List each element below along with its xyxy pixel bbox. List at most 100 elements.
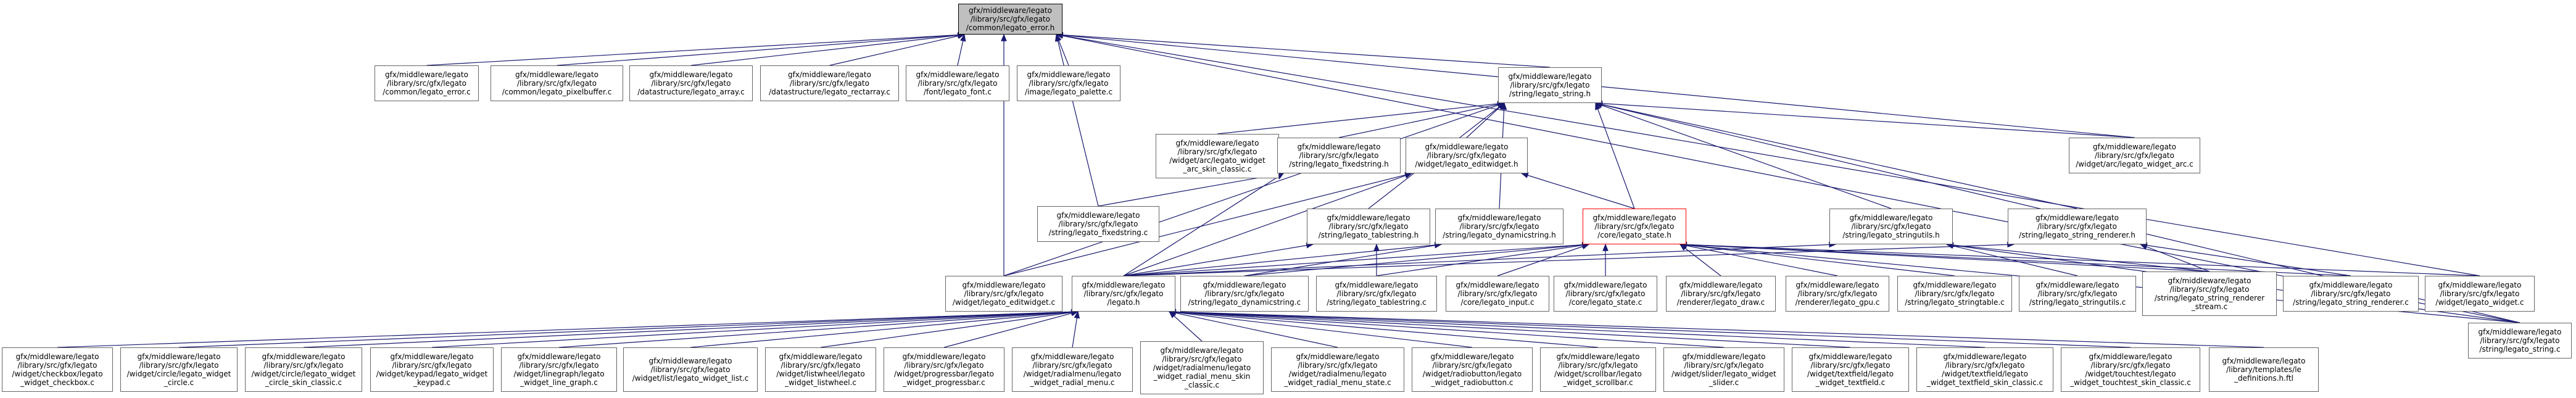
- graph-node-legato-widget-arc-c[interactable]: gfx/middleware/legato /library/src/gfx/l…: [2069, 138, 2200, 173]
- graph-node-legato-array-c[interactable]: gfx/middleware/legato /library/src/gfx/l…: [629, 65, 753, 101]
- node-label: gfx/middleware/legato /library/src/gfx/l…: [126, 352, 231, 387]
- graph-node-legato-string-renderer-h[interactable]: gfx/middleware/legato /library/src/gfx/l…: [2008, 209, 2147, 244]
- node-label: gfx/middleware/legato /library/src/gfx/l…: [769, 70, 890, 96]
- edge-n30-to-n0: [1055, 33, 2480, 276]
- edge-n1-to-n0: [426, 31, 966, 66]
- graph-node-legato-widget-keypad-c[interactable]: gfx/middleware/legato /library/src/gfx/l…: [370, 347, 494, 392]
- graph-node-legato-fixedstring-h[interactable]: gfx/middleware/legato /library/src/gfx/l…: [1277, 138, 1401, 173]
- graph-node-legato-widget-scrollbar-c[interactable]: gfx/middleware/legato /library/src/gfx/l…: [1540, 347, 1656, 392]
- node-label: gfx/middleware/legato /library/src/gfx/l…: [2293, 281, 2409, 307]
- edge-n4-to-n0: [829, 33, 966, 66]
- graph-node-legato-string-c[interactable]: gfx/middleware/legato /library/src/gfx/l…: [2468, 323, 2572, 359]
- node-label: gfx/middleware/legato /library/src/gfx/l…: [1289, 143, 1389, 168]
- edge-n19-to-n13: [1123, 243, 1314, 276]
- edge-n30-to-n15: [1679, 241, 2480, 276]
- node-label: gfx/middleware/legato /library/src/gfx/l…: [383, 70, 471, 96]
- graph-node-legato-widget-radial-menu-skin-classic-c[interactable]: gfx/middleware/legato /library/src/gfx/l…: [1140, 341, 1264, 394]
- edge-n11-to-n7: [1594, 100, 2135, 138]
- node-label: gfx/middleware/legato /library/src/gfx/l…: [637, 70, 745, 96]
- node-label: gfx/middleware/legato /library/src/gfx/l…: [1905, 281, 2005, 307]
- graph-node-legato-widget-c[interactable]: gfx/middleware/legato /library/src/gfx/l…: [2425, 276, 2535, 312]
- graph-node-legato-widget-listwheel-c[interactable]: gfx/middleware/legato /library/src/gfx/l…: [765, 347, 876, 392]
- node-label: gfx/middleware/legato /library/src/gfx/l…: [1415, 143, 1518, 168]
- graph-node-legato-editwidget-h[interactable]: gfx/middleware/legato /library/src/gfx/l…: [1406, 138, 1528, 173]
- edge-n38-to-n19: [820, 309, 1079, 348]
- edge-n2-to-n0: [557, 32, 966, 66]
- edge-n28-to-n15: [1679, 241, 2210, 272]
- graph-node-le-definitions-h-ftl[interactable]: gfx/middleware/legato /library/templates…: [2209, 347, 2319, 392]
- graph-node-legato-fixedstring-c[interactable]: gfx/middleware/legato /library/src/gfx/l…: [1037, 206, 1159, 242]
- node-label: gfx/middleware/legato /library/src/gfx/l…: [1926, 352, 2044, 387]
- graph-node-legato-rectarray-c[interactable]: gfx/middleware/legato /library/src/gfx/l…: [760, 65, 899, 101]
- graph-node-legato-widget-arc-skin-classic-c[interactable]: gfx/middleware/legato /library/src/gfx/l…: [1156, 134, 1279, 178]
- graph-node-legato-widget-circle-c[interactable]: gfx/middleware/legato /library/src/gfx/l…: [120, 347, 238, 392]
- graph-node-legato-widget-line-graph-c[interactable]: gfx/middleware/legato /library/src/gfx/l…: [501, 347, 617, 392]
- node-label: gfx/middleware/legato /library/src/gfx/l…: [1554, 352, 1642, 387]
- graph-node-legato-dynamicstring-h[interactable]: gfx/middleware/legato /library/src/gfx/l…: [1435, 209, 1563, 244]
- node-label: gfx/middleware/legato /library/src/gfx/l…: [2076, 143, 2193, 168]
- node-label: gfx/middleware/legato /library/src/gfx/l…: [1842, 214, 1940, 239]
- edge-n20-to-n15: [1244, 242, 1590, 276]
- graph-node-legato-widget-radiobutton-c[interactable]: gfx/middleware/legato /library/src/gfx/l…: [1412, 347, 1533, 392]
- node-label: gfx/middleware/legato /library/src/gfx/l…: [1153, 346, 1251, 389]
- graph-node-legato-pixelbuffer-c[interactable]: gfx/middleware/legato /library/src/gfx/l…: [491, 65, 623, 101]
- node-label: gfx/middleware/legato /library/src/gfx/l…: [632, 357, 749, 383]
- graph-node-legato-widget-checkbox-c[interactable]: gfx/middleware/legato /library/src/gfx/l…: [2, 347, 113, 392]
- graph-node-legato-widget-touchtest-skin-classic-c[interactable]: gfx/middleware/legato /library/src/gfx/l…: [2061, 347, 2200, 392]
- edge-n34-to-n19: [303, 309, 1079, 348]
- node-label: gfx/middleware/legato /library/src/gfx/l…: [1508, 72, 1592, 98]
- edge-n7-to-n0: [1055, 31, 1551, 68]
- graph-node-legato-widget-slider-c[interactable]: gfx/middleware/legato /library/src/gfx/l…: [1663, 347, 1784, 392]
- graph-node-legato-editwidget-c[interactable]: gfx/middleware/legato /library/src/gfx/l…: [945, 276, 1062, 312]
- graph-node-legato-state-h[interactable]: gfx/middleware/legato /library/src/gfx/l…: [1583, 209, 1686, 244]
- node-label: gfx/middleware/legato /library/src/gfx/l…: [2019, 214, 2135, 239]
- node-label: gfx/middleware/legato /library/src/gfx/l…: [1327, 281, 1427, 307]
- edge-n28-to-n16: [1945, 242, 2210, 272]
- edge-n49-to-n19: [1168, 309, 2264, 348]
- edge-n45-to-n19: [1168, 309, 1725, 348]
- graph-node-legato-error-c[interactable]: gfx/middleware/legato /library/src/gfx/l…: [375, 65, 479, 101]
- graph-node-legato-state-c[interactable]: gfx/middleware/legato /library/src/gfx/l…: [1554, 276, 1657, 312]
- graph-node-legato-widget-circle-skin-classic-c[interactable]: gfx/middleware/legato /library/src/gfx/l…: [245, 347, 362, 392]
- graph-node-legato-font-c[interactable]: gfx/middleware/legato /library/src/gfx/l…: [906, 65, 1009, 101]
- edge-n29-to-n15: [1679, 241, 2351, 276]
- edge-n39-to-n19: [943, 310, 1079, 348]
- graph-node-legato-widget-list-c[interactable]: gfx/middleware/legato /library/src/gfx/l…: [623, 347, 758, 392]
- graph-node-legato-dynamicstring-c[interactable]: gfx/middleware/legato /library/src/gfx/l…: [1180, 276, 1309, 312]
- edge-n19-to-n15: [1123, 241, 1590, 276]
- graph-node-legato-widget-textfield-c[interactable]: gfx/middleware/legato /library/src/gfx/l…: [1792, 347, 1909, 392]
- graph-node-legato-widget-progressbar-c[interactable]: gfx/middleware/legato /library/src/gfx/l…: [884, 347, 1004, 392]
- graph-node-legato-h[interactable]: gfx/middleware/legato /library/src/gfx/l…: [1072, 276, 1175, 312]
- node-label: gfx/middleware/legato /library/src/gfx/l…: [776, 352, 865, 387]
- graph-node-legato-string-renderer-stream-c[interactable]: gfx/middleware/legato /library/src/gfx/l…: [2142, 272, 2277, 316]
- graph-node-legato-stringtable-c[interactable]: gfx/middleware/legato /library/src/gfx/l…: [1897, 276, 2012, 312]
- edge-n15-to-n10: [1520, 172, 1635, 209]
- graph-node-legato-stringutils-h[interactable]: gfx/middleware/legato /library/src/gfx/l…: [1829, 209, 1953, 244]
- edge-n12-to-n9: [1098, 172, 1285, 207]
- graph-node-legato-draw-c[interactable]: gfx/middleware/legato /library/src/gfx/l…: [1666, 276, 1776, 312]
- node-label: gfx/middleware/legato /library/src/gfx/l…: [1284, 352, 1391, 387]
- graph-node-legato-error-h[interactable]: gfx/middleware/legato /library/src/gfx/l…: [958, 4, 1062, 35]
- graph-node-legato-gpu-c[interactable]: gfx/middleware/legato /library/src/gfx/l…: [1786, 276, 1889, 312]
- node-label: gfx/middleware/legato /library/src/gfx/l…: [1188, 281, 1301, 307]
- graph-node-legato-tablestring-h[interactable]: gfx/middleware/legato /library/src/gfx/l…: [1307, 209, 1430, 244]
- graph-node-legato-widget-radial-menu-state-c[interactable]: gfx/middleware/legato /library/src/gfx/l…: [1271, 347, 1404, 392]
- graph-node-legato-string-h[interactable]: gfx/middleware/legato /library/src/gfx/l…: [1498, 67, 1602, 103]
- node-label: gfx/middleware/legato /library/src/gfx/l…: [1169, 139, 1265, 173]
- node-label: gfx/middleware/legato /library/src/gfx/l…: [1023, 352, 1122, 387]
- graph-node-legato-tablestring-c[interactable]: gfx/middleware/legato /library/src/gfx/l…: [1316, 276, 1437, 312]
- edge-n29-to-n17: [2139, 242, 2351, 276]
- edge-n3-to-n0: [690, 32, 966, 66]
- edge-n44-to-n19: [1168, 309, 1599, 348]
- node-label: gfx/middleware/legato /library/src/gfx/l…: [1422, 352, 1522, 387]
- node-label: gfx/middleware/legato /library/src/gfx/l…: [893, 352, 995, 387]
- edge-n19-to-n14: [1123, 242, 1443, 276]
- graph-node-legato-palette-c[interactable]: gfx/middleware/legato /library/src/gfx/l…: [1017, 65, 1120, 101]
- graph-node-legato-widget-radial-menu-c[interactable]: gfx/middleware/legato /library/src/gfx/l…: [1012, 347, 1133, 392]
- edge-n48-to-n19: [1168, 309, 2131, 348]
- graph-node-legato-input-c[interactable]: gfx/middleware/legato /library/src/gfx/l…: [1446, 276, 1549, 312]
- graph-node-legato-widget-textfield-skin-classic-c[interactable]: gfx/middleware/legato /library/src/gfx/l…: [1916, 347, 2053, 392]
- edge-n32-to-n19: [57, 309, 1079, 348]
- graph-node-legato-stringutils-c[interactable]: gfx/middleware/legato /library/src/gfx/l…: [2019, 276, 2136, 312]
- graph-node-legato-string-renderer-c[interactable]: gfx/middleware/legato /library/src/gfx/l…: [2283, 276, 2419, 312]
